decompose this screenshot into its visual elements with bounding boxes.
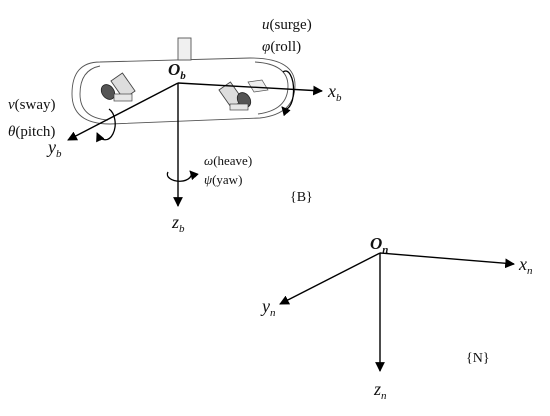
body-frame-label: {B} — [290, 190, 313, 205]
vehicle-illustration — [71, 37, 296, 125]
body-frame: Ob xb yb zb u(surge) φ(roll) v(sway) θ(p… — [8, 17, 342, 235]
heave-label: ω(heave) — [204, 153, 252, 168]
sway-label: v(sway) — [8, 97, 56, 113]
inertial-frame-label: {N} — [466, 351, 490, 366]
body-origin-label: Ob — [168, 60, 186, 82]
right-thruster — [218, 81, 252, 111]
body-x-axis — [177, 82, 323, 96]
inertial-frame: On xn yn zn {N} — [260, 234, 533, 402]
inertial-z-axis-label: zn — [373, 379, 387, 402]
pitch-label: θ(pitch) — [8, 124, 55, 140]
inertial-x-axis — [379, 252, 515, 269]
roll-rotation-arrow — [281, 70, 295, 117]
pitch-rotation-arrow — [96, 108, 116, 143]
inertial-x-axis-label: xn — [518, 254, 533, 277]
body-y-axis — [67, 82, 179, 141]
inertial-y-axis-label: yn — [260, 296, 276, 319]
left-thruster — [100, 72, 136, 102]
body-y-axis-label: yb — [46, 137, 62, 160]
body-x-axis-label: xb — [327, 81, 342, 104]
yaw-label: ψ(yaw) — [204, 172, 242, 187]
yaw-rotation-arrow — [166, 170, 199, 182]
surge-label: u(surge) — [262, 17, 312, 33]
inertial-y-axis — [279, 252, 381, 305]
body-z-axis-label: zb — [171, 212, 185, 235]
inertial-origin-label: On — [370, 234, 388, 256]
roll-label: φ(roll) — [262, 39, 301, 55]
